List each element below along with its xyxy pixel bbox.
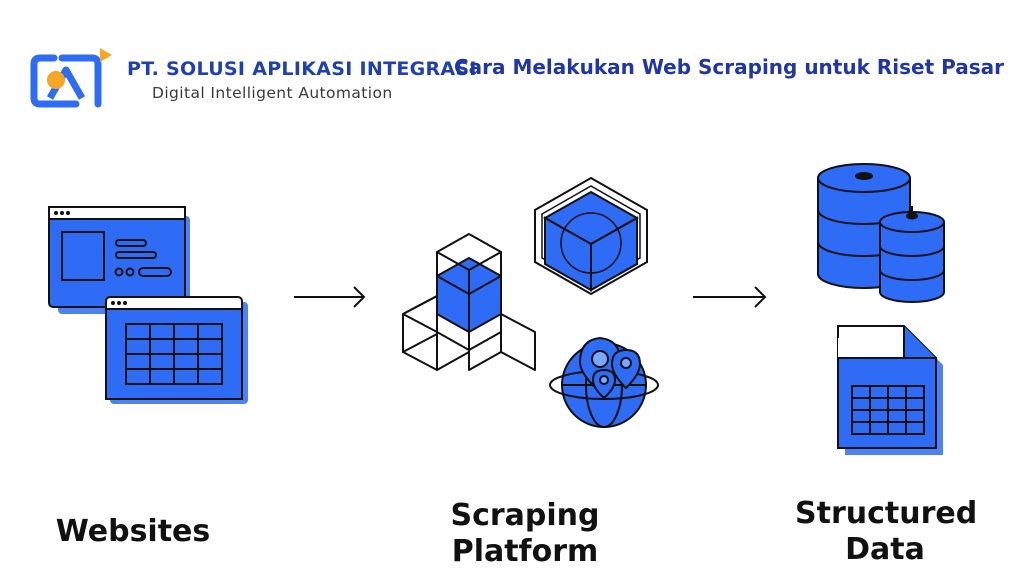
arrow-right-icon: [294, 286, 366, 308]
browser-window-icon: [48, 206, 190, 314]
spreadsheet-file-icon: [837, 325, 943, 455]
browser-table-icon: [105, 296, 248, 404]
stage-label-line: Structured: [795, 496, 978, 531]
company-tagline: Digital Intelligent Automation: [152, 84, 393, 102]
company-name: PT. SOLUSI APLIKASI INTEGRASI: [127, 58, 477, 80]
cubes-icon: [402, 233, 536, 371]
globe-pins-icon: [549, 336, 659, 428]
stage-label-line: Websites: [55, 514, 211, 549]
stage-label-line: Data: [845, 532, 925, 567]
stage-label-structured-data: Structured Data: [795, 496, 978, 568]
stage-label-scraping-platform: Scraping Platform: [430, 498, 620, 570]
stage-label-websites: Websites: [48, 514, 218, 550]
database-icon: [817, 163, 945, 303]
company-logo: [30, 48, 112, 108]
page-title: Cara Melakukan Web Scraping untuk Riset …: [453, 55, 1004, 79]
box-icon: [534, 176, 648, 296]
stage-label-line: Scraping: [450, 498, 600, 533]
stage-label-line: Platform: [451, 534, 599, 569]
arrow-right-icon: [693, 286, 767, 308]
